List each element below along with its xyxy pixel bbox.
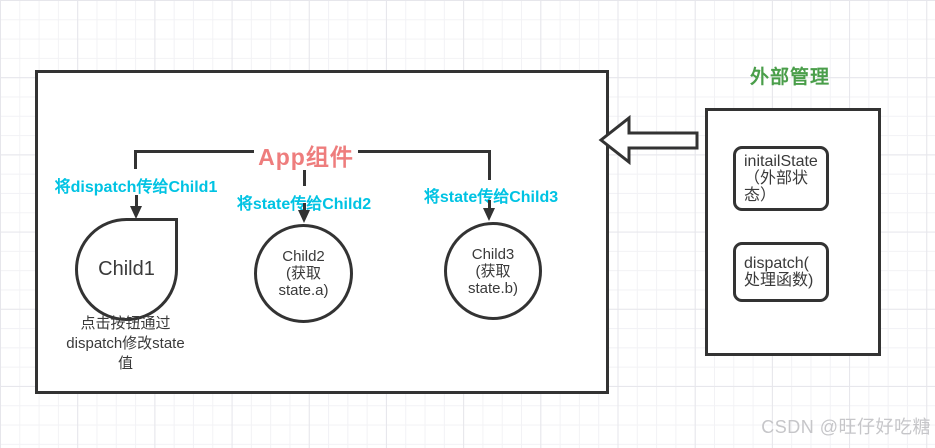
arrow-shaft-child2 (303, 203, 306, 211)
dispatch-box: dispatch(处理函数) (733, 242, 829, 302)
arrow-shaft-child1 (135, 195, 138, 208)
child3-detail-line2: state.b) (467, 279, 519, 297)
app-component-title: App组件 (258, 144, 354, 170)
arrow-down-head-child2-icon (298, 210, 310, 223)
edge-label-child3: 将state传给Child3 (423, 189, 559, 206)
child2-label: Child2 (282, 248, 325, 265)
initail-state-label: initailState（外部状态） (744, 153, 818, 204)
child2-detail-line1: (获取 (286, 265, 321, 282)
arrow-down-head-child1-icon (130, 206, 142, 219)
left-arrow-icon (598, 114, 699, 166)
child1-caption-line3: 值 (117, 355, 133, 372)
child1-caption-line1: 点击按钮通过 (80, 315, 171, 332)
initail-state-box: initailState（外部状态） (733, 146, 829, 211)
arrow-shaft-child3 (488, 200, 491, 210)
child3-detail-line1: (获取 (475, 262, 511, 280)
app-connector-hline-right (358, 150, 491, 153)
child1-caption: 点击按钮通过 dispatch修改state 值 (48, 314, 203, 374)
edge-label-child1: 将dispatch传给Child1 (54, 179, 218, 196)
app-connector-vline-center (303, 170, 306, 186)
child1-caption-line2: dispatch修改state (66, 335, 185, 352)
external-management-title: 外部管理 (749, 67, 830, 88)
child1-label: Child1 (98, 258, 155, 280)
arrow-down-head-child3-icon (483, 208, 495, 221)
app-connector-vline-left (134, 150, 137, 169)
child2-detail-line2: state.a) (278, 282, 329, 299)
dispatch-label: dispatch(处理函数) (744, 255, 814, 289)
app-connector-hline-left (134, 150, 254, 153)
child1-node: Child1 (75, 218, 178, 321)
child3-node: Child3 (获取 state.b) (444, 222, 542, 320)
child3-label: Child3 (471, 245, 515, 263)
app-connector-vline-right (488, 150, 491, 180)
child2-node: Child2 (获取 state.a) (254, 224, 353, 323)
watermark: CSDN @旺仔好吃糖 (761, 417, 931, 437)
